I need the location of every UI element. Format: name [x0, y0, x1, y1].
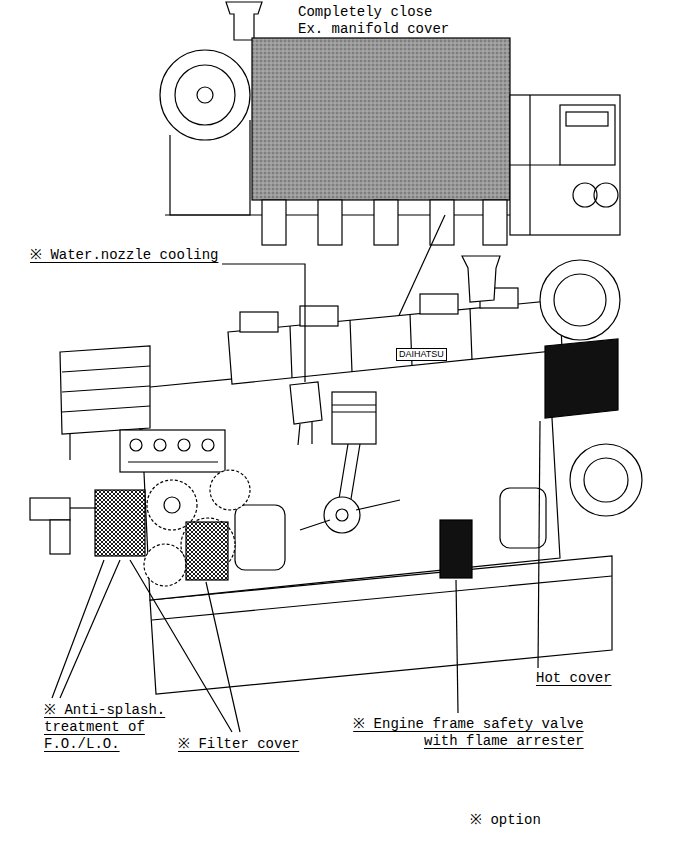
callout-label: Hot cover	[536, 670, 612, 687]
callout-label: ※ Engine frame safety valve with flame a…	[340, 716, 584, 750]
callout-note: Completely close Ex. manifold cover	[298, 4, 458, 38]
legend-note: ※ option	[470, 812, 541, 829]
callout-label: ※ Filter cover	[178, 736, 299, 753]
callout-label: ※ Water.nozzle cooling	[30, 247, 218, 264]
callout-label: ※ Anti-splash. treatment of F.O./L.O.	[44, 702, 170, 753]
maker-plate: DAIHATSU	[396, 348, 447, 361]
